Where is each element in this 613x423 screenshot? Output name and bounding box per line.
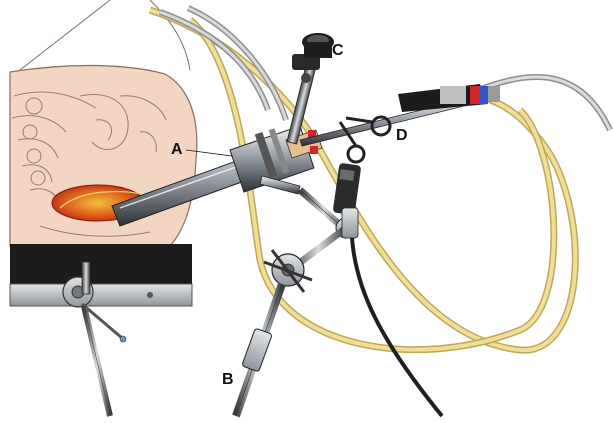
table-arm	[84, 306, 110, 416]
patient-body	[10, 0, 197, 246]
camera-connector	[333, 163, 442, 416]
forceps-instrument	[300, 84, 500, 162]
label-a: A	[171, 142, 183, 158]
operating-table	[10, 244, 192, 342]
label-c: C	[332, 43, 344, 59]
label-d: D	[396, 128, 408, 144]
label-b: B	[222, 372, 234, 388]
